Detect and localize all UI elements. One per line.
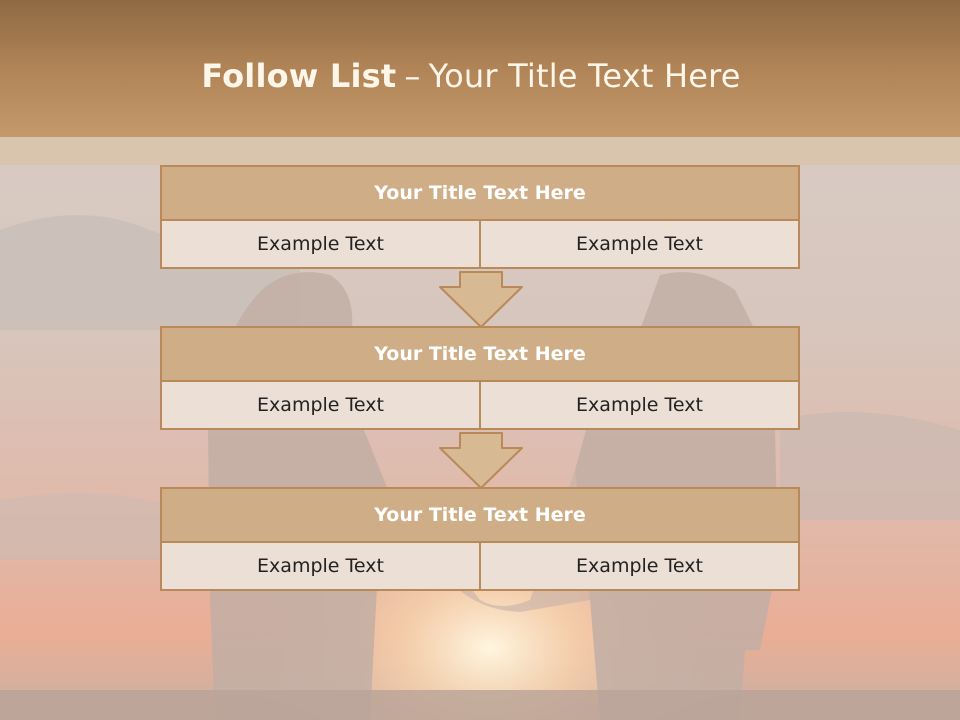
slide-title-bold: Follow List xyxy=(201,57,397,95)
block-row: Example Text Example Text xyxy=(160,219,800,269)
block-title: Your Title Text Here xyxy=(160,487,800,543)
list-block-1: Your Title Text Here Example Text Exampl… xyxy=(160,165,800,269)
slide-title-separator: – xyxy=(404,57,421,95)
block-cell-right: Example Text xyxy=(481,219,800,269)
title-underband xyxy=(0,137,960,165)
block-cell-right: Example Text xyxy=(481,380,800,430)
down-arrow-icon xyxy=(439,432,523,489)
down-arrow-icon xyxy=(439,271,523,328)
title-bar xyxy=(0,0,960,137)
block-title: Your Title Text Here xyxy=(160,165,800,221)
block-cell-left: Example Text xyxy=(160,219,481,269)
block-cell-left: Example Text xyxy=(160,380,481,430)
block-cell-right: Example Text xyxy=(481,541,800,591)
slide-title-rest: Your Title Text Here xyxy=(428,57,741,95)
block-cell-left: Example Text xyxy=(160,541,481,591)
slide-title: Follow List–Your Title Text Here xyxy=(0,52,960,100)
list-block-3: Your Title Text Here Example Text Exampl… xyxy=(160,487,800,591)
block-title: Your Title Text Here xyxy=(160,326,800,382)
block-row: Example Text Example Text xyxy=(160,380,800,430)
list-block-2: Your Title Text Here Example Text Exampl… xyxy=(160,326,800,430)
block-row: Example Text Example Text xyxy=(160,541,800,591)
